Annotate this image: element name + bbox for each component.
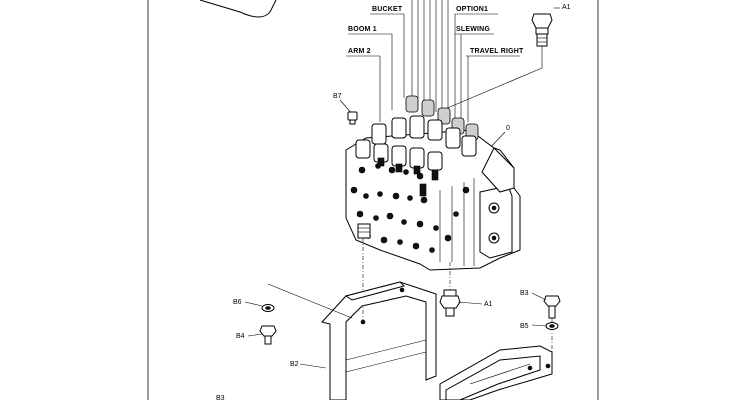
callout-labels: BUCKET OPTION1 SLEWING BOOM 1 ARM 2 TRAV… — [216, 4, 571, 402]
label-b7: B7 — [333, 93, 342, 100]
b3-bolt — [531, 292, 561, 319]
cover-plate-partial — [199, 0, 277, 18]
label-boom1: BOOM 1 — [348, 26, 377, 33]
label-slewing: SLEWING — [456, 26, 490, 33]
support-bracket-lower — [439, 345, 553, 401]
label-bucket: BUCKET — [372, 6, 403, 13]
b6-washer — [244, 301, 275, 312]
b4-bolt — [247, 325, 277, 345]
spool-caps — [355, 95, 479, 197]
port-plug-left — [357, 223, 371, 239]
a1-fitting-top — [531, 7, 560, 47]
label-travel-right: TRAVEL RIGHT — [470, 48, 524, 55]
b7-bolt — [347, 111, 358, 125]
label-ref-0: 0 — [506, 125, 510, 132]
valve-ports — [350, 163, 500, 253]
a1-fitting-mid — [439, 289, 483, 317]
mounting-bracket-b2 — [267, 281, 437, 401]
label-arm2: ARM 2 — [348, 48, 371, 55]
label-b6: B6 — [233, 299, 242, 306]
label-option1: OPTION1 — [456, 6, 488, 13]
label-b2: B2 — [290, 361, 299, 368]
spool-leader-lines — [339, 0, 543, 153]
label-b3-right: B3 — [520, 290, 529, 297]
control-valve-block — [345, 129, 521, 271]
label-b4: B4 — [236, 333, 245, 340]
label-a1-top: A1 — [562, 4, 571, 11]
label-a1-mid: A1 — [484, 301, 493, 308]
b5-washer — [531, 322, 559, 330]
label-b3-bottom: B3 — [216, 395, 225, 400]
label-b5: B5 — [520, 323, 529, 330]
